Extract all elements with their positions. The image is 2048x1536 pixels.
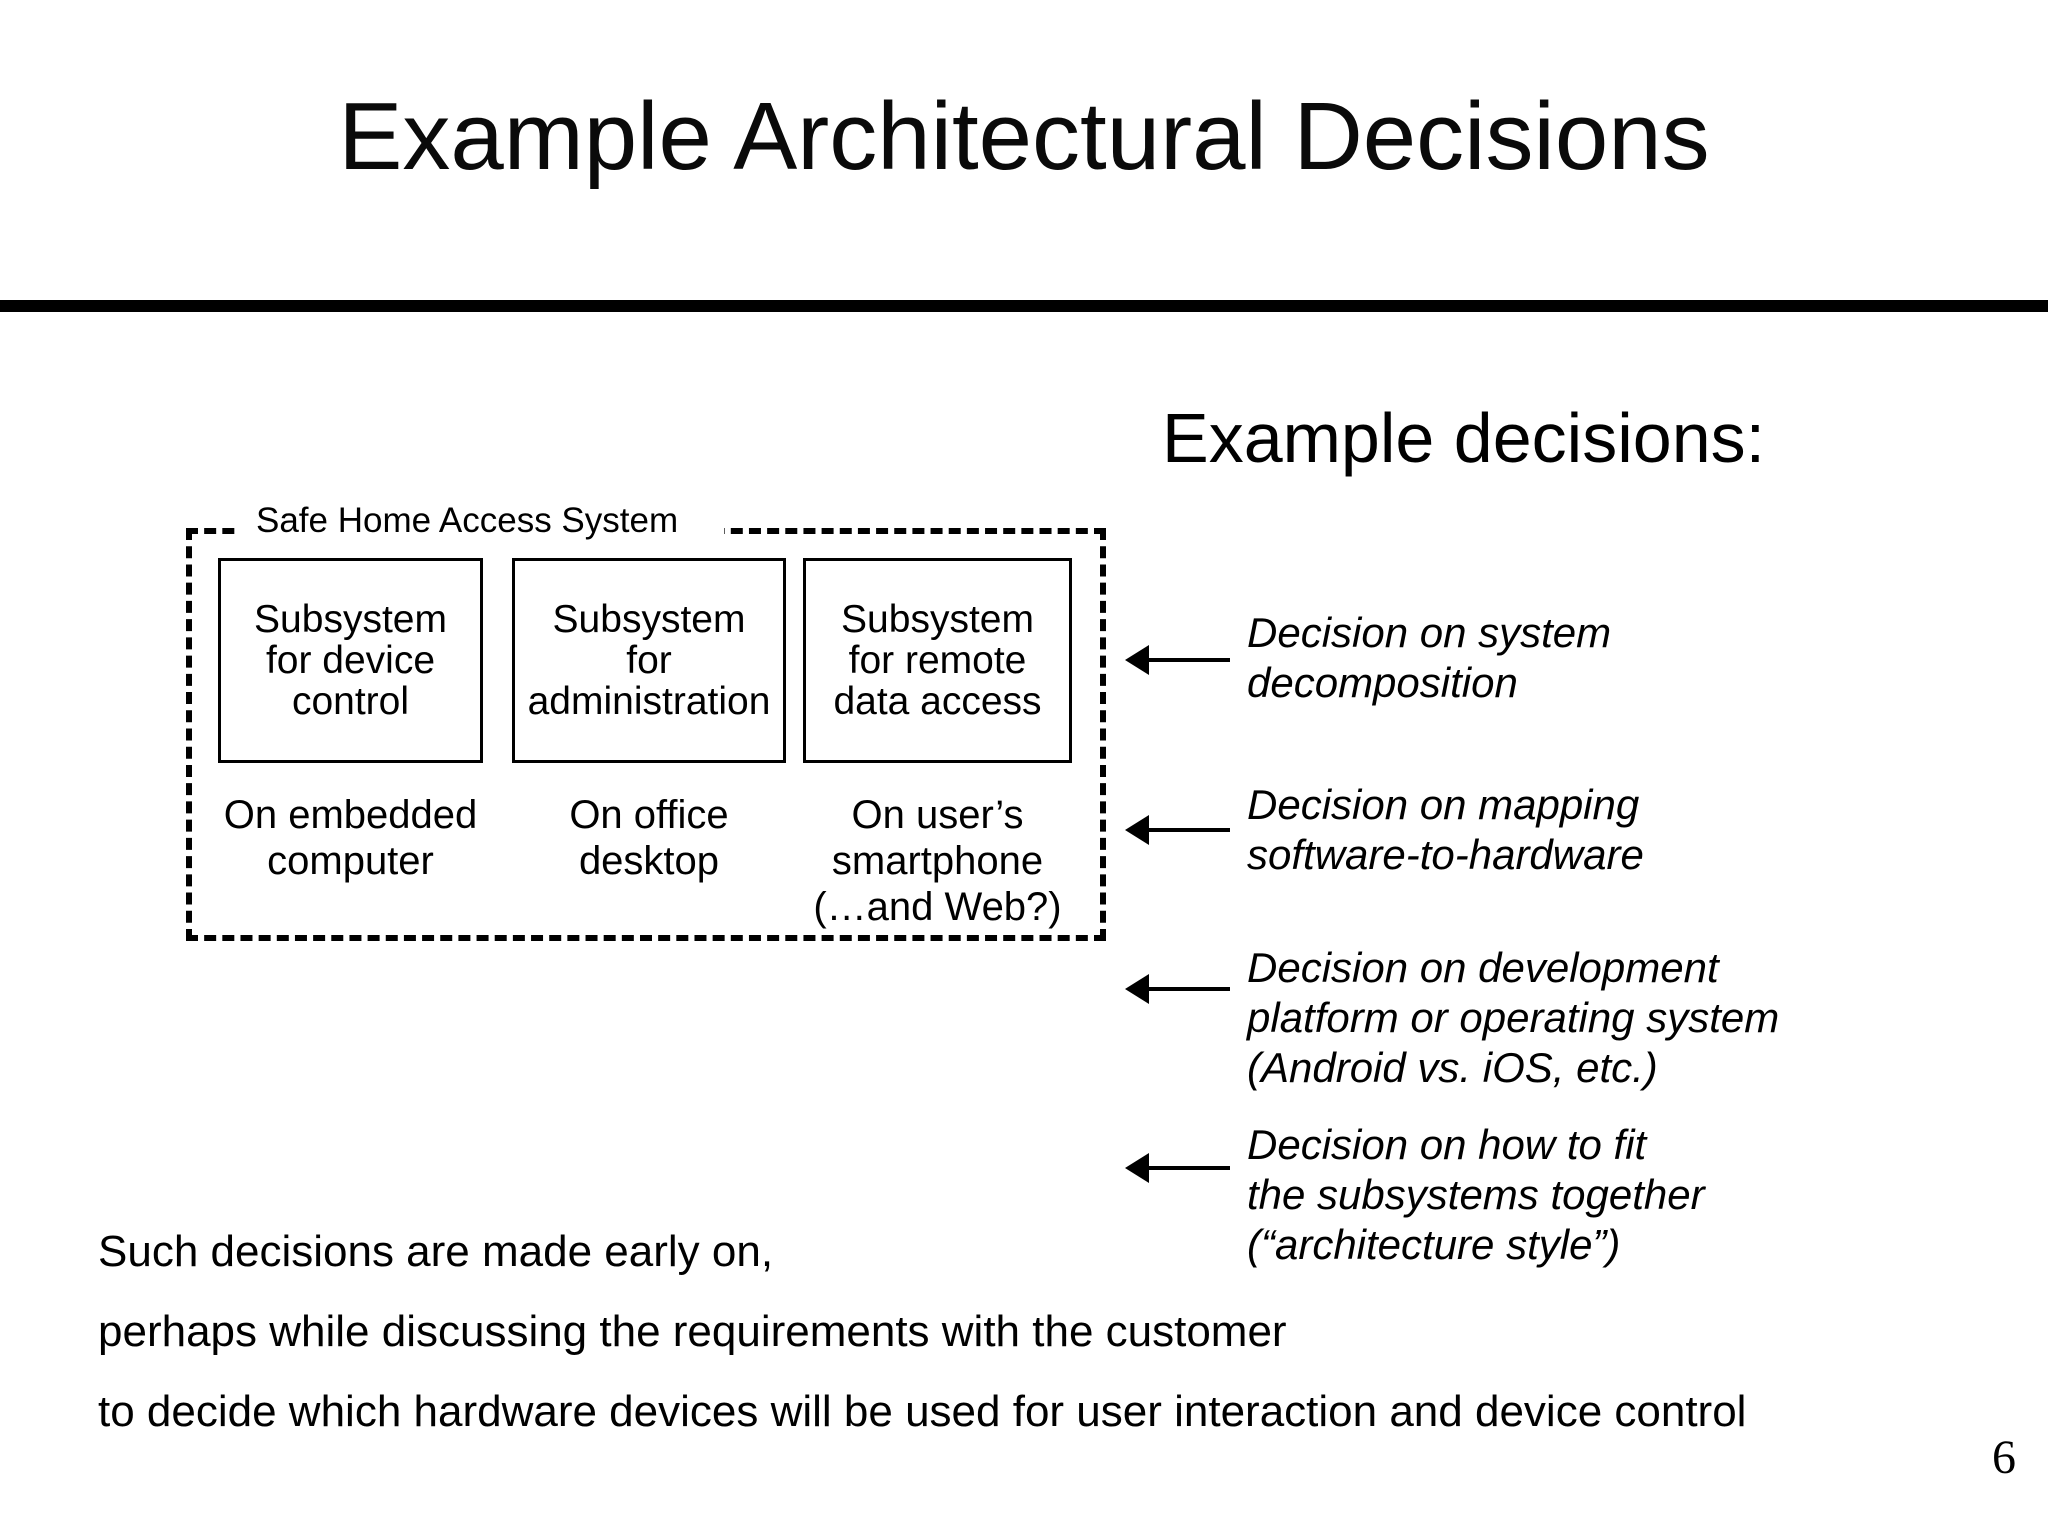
deployment-label-office-desktop: On office desktop xyxy=(569,793,729,883)
footer-note-line: Such decisions are made early on, xyxy=(98,1227,774,1276)
arrow-shaft xyxy=(1141,1166,1230,1170)
deployment-label-user-smartphone: On user’s smartphone (…and Web?) xyxy=(813,793,1062,929)
left-arrow-icon xyxy=(1125,973,1230,1005)
decision-note-architecture-style: Decision on how to fit the subsystems to… xyxy=(1247,1121,1705,1268)
left-arrow-icon xyxy=(1125,814,1230,846)
subsystem-box-administration: Subsystem for administration xyxy=(512,558,786,763)
subsystem-box-label: Subsystem for remote data access xyxy=(833,598,1042,723)
system-boundary-label: Safe Home Access System xyxy=(240,499,725,543)
page-number: 6 xyxy=(1992,1431,2016,1484)
footer-note-line: to decide which hardware devices will be… xyxy=(98,1387,1747,1436)
decisions-heading: Example decisions: xyxy=(1162,399,1766,477)
subsystem-box-label: Subsystem for administration xyxy=(527,598,771,723)
decision-note-development-platform: Decision on development platform or oper… xyxy=(1247,944,1780,1091)
arrow-shaft xyxy=(1141,658,1230,662)
decision-note-system-decomposition: Decision on system decomposition xyxy=(1247,609,1612,706)
subsystem-box-remote-data-access: Subsystem for remote data access xyxy=(803,558,1072,763)
footer-note: Such decisions are made early on, perhap… xyxy=(98,1212,1998,1452)
page-title: Example Architectural Decisions xyxy=(338,83,1710,190)
left-arrow-icon xyxy=(1125,644,1230,676)
deployment-label-embedded-computer: On embedded computer xyxy=(223,793,478,883)
arrow-shaft xyxy=(1141,987,1230,991)
subsystem-box-label: Subsystem for device control xyxy=(254,598,447,723)
footer-note-line: perhaps while discussing the requirement… xyxy=(98,1307,1287,1356)
arrow-shaft xyxy=(1141,828,1230,832)
decision-note-software-to-hardware: Decision on mapping software-to-hardware xyxy=(1247,781,1644,878)
system-boundary-dashed-box: Subsystem for device control Subsystem f… xyxy=(186,528,1106,941)
subsystem-box-device-control: Subsystem for device control xyxy=(218,558,483,763)
left-arrow-icon xyxy=(1125,1152,1230,1184)
title-divider-rule xyxy=(0,300,2048,312)
